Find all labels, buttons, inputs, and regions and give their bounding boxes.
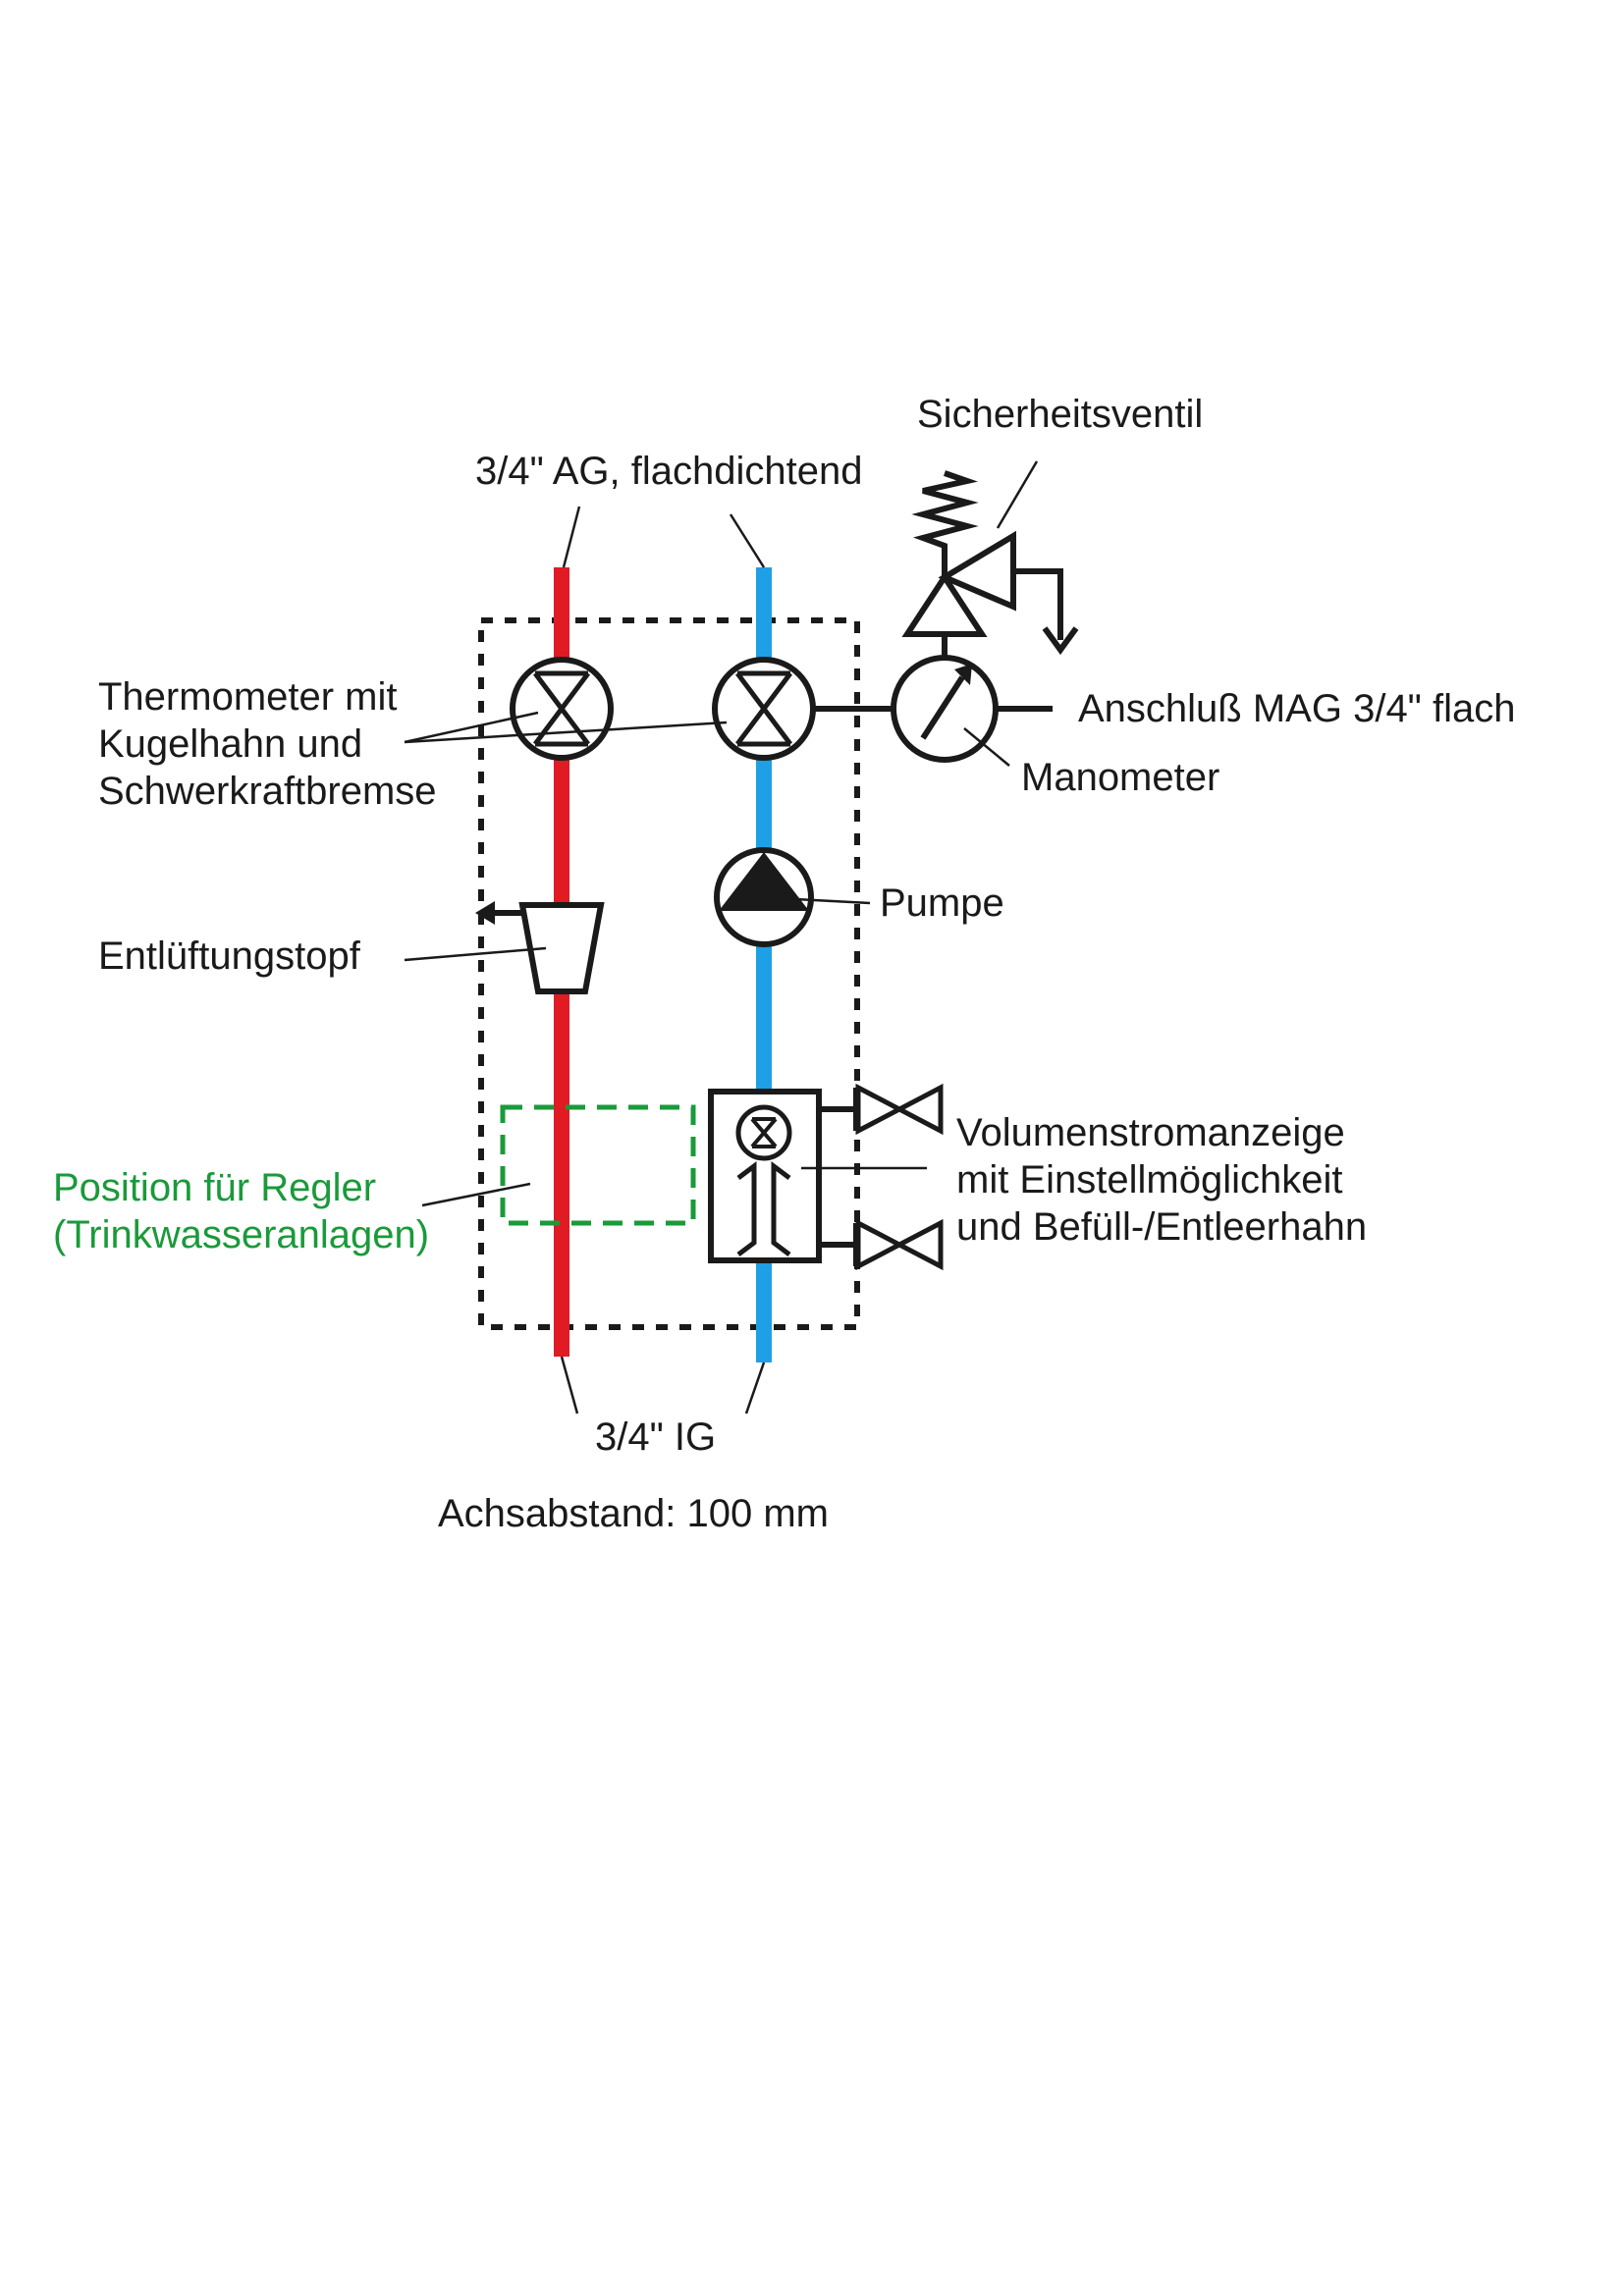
controller-position-label-line-2: (Trinkwasseranlagen) — [53, 1213, 430, 1256]
flow-meter-label-line-2: mit Einstellmöglichkeit — [956, 1158, 1343, 1201]
mag-connection-label: Anschluß MAG 3/4" flach — [1078, 687, 1516, 730]
manometer-symbol — [891, 634, 1053, 763]
flow-meter-label-line-1: Volumenstromanzeige — [956, 1111, 1345, 1154]
thermometer-label-line-2: Kugelhahn und — [98, 722, 363, 766]
top-connection-label: 3/4" AG, flachdichtend — [475, 450, 863, 493]
fill-valve-upper — [819, 1083, 944, 1136]
flow-meter-symbol — [708, 1089, 822, 1263]
vent-pot-label: Entlüftungstopf — [98, 934, 360, 978]
controller-position-label: Position für Regler (Trinkwasseranlagen) — [53, 1164, 429, 1258]
controller-position-box — [500, 1104, 696, 1226]
pump-label: Pumpe — [880, 881, 1004, 925]
flow-meter-label-line-3: und Befüll-/Entleerhahn — [956, 1205, 1368, 1249]
safety-valve-symbol — [901, 470, 1079, 656]
axis-distance-label: Achsabstand: 100 mm — [438, 1492, 829, 1535]
thermometer-label-line-1: Thermometer mit — [98, 675, 398, 719]
pump-symbol — [714, 847, 814, 947]
flow-meter-label: Volumenstromanzeige mit Einstellmöglichk… — [956, 1109, 1367, 1251]
ball-valve-left — [510, 657, 614, 761]
thermometer-label: Thermometer mit Kugelhahn und Schwerkraf… — [98, 673, 437, 815]
ball-valve-right — [712, 657, 816, 761]
bottom-connection-label: 3/4" IG — [595, 1415, 717, 1459]
thermometer-label-line-3: Schwerkraftbremse — [98, 770, 437, 813]
leader-lines — [404, 460, 1039, 1415]
vent-pot-symbol — [475, 901, 605, 994]
manometer-label: Manometer — [1021, 756, 1220, 799]
controller-position-label-line-1: Position für Regler — [53, 1166, 377, 1209]
safety-valve-label: Sicherheitsventil — [917, 393, 1204, 436]
drain-valve-lower — [819, 1218, 944, 1271]
